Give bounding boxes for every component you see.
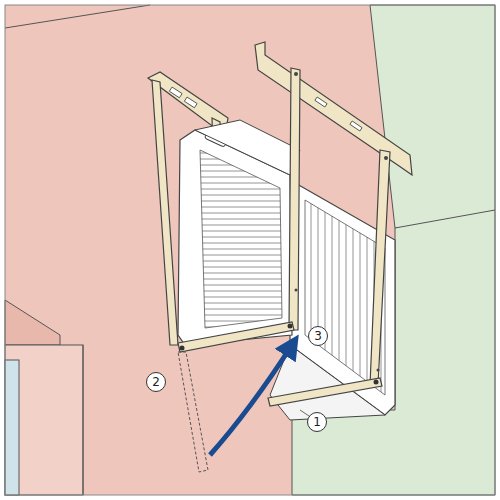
callout-number: 2 [146, 372, 166, 392]
callout-number: 3 [308, 326, 328, 346]
callout-number: 1 [307, 412, 327, 432]
